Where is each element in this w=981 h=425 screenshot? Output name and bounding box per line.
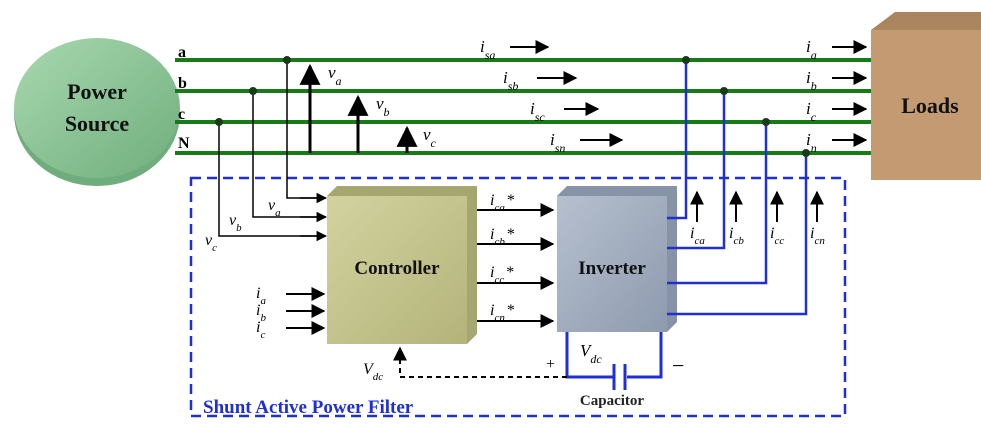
vc-node <box>215 118 223 126</box>
icn-label: icn <box>810 225 825 247</box>
phase-n-label: N <box>178 135 190 152</box>
source-label-line2: Source <box>65 111 130 136</box>
icc-wire <box>667 122 768 285</box>
dc-minus: − <box>672 353 684 378</box>
dc-link-vdc: Vdc <box>580 341 602 366</box>
vb-sense-wire <box>252 91 321 218</box>
dc-plus: + <box>546 356 555 373</box>
icb-wire <box>667 91 726 250</box>
ctrl-vdc-label: Vdc <box>363 361 383 383</box>
ica-ref-label: ica* <box>490 192 515 214</box>
controller-label: Controller <box>354 258 440 279</box>
phase-a-label: a <box>178 44 186 61</box>
phase-b-label: b <box>178 75 187 92</box>
ic-label: ic <box>806 99 817 124</box>
icb-ref-label: icb* <box>490 226 515 248</box>
ctrl-in-vb: vb <box>229 212 242 234</box>
ia-label: ia <box>806 37 817 62</box>
icn-wire <box>667 153 808 316</box>
source-label-line1: Power <box>67 79 127 104</box>
loads-label: Loads <box>901 93 959 118</box>
ctrl-in-va: va <box>268 197 281 219</box>
ica-label: ica <box>690 225 705 247</box>
in-label: in <box>806 130 817 155</box>
ica-wire <box>667 60 688 220</box>
vc-sense-wire <box>218 122 321 237</box>
inverter-block: Inverter <box>557 186 677 332</box>
icc-ref-label: icc* <box>490 264 514 286</box>
isb-label: isb <box>503 68 518 93</box>
ctrl-in-vc: vc <box>205 232 217 254</box>
ica-node <box>682 56 690 64</box>
vc-label: vc <box>423 125 437 150</box>
isn-label: isn <box>550 130 565 155</box>
phase-c-label: c <box>178 106 185 123</box>
icb-node <box>720 87 728 95</box>
va-node <box>283 56 291 64</box>
power-source: Power Source <box>14 38 180 186</box>
ctrl-in-ic: ic <box>256 319 265 341</box>
controller-block: Controller <box>327 186 477 344</box>
icn-ref-label: icn* <box>490 302 515 324</box>
icn-node <box>802 149 810 157</box>
loads-box: Loads <box>871 12 981 180</box>
capacitor-label: Capacitor <box>580 393 644 409</box>
vb-node <box>249 87 257 95</box>
inverter-label: Inverter <box>578 258 646 279</box>
ctrl-in-ia: ia <box>256 285 266 307</box>
icc-label: icc <box>770 225 784 247</box>
ctrl-in-ib: ib <box>256 302 266 324</box>
icb-label: icb <box>729 225 744 247</box>
filter-label: Shunt Active Power Filter <box>203 397 414 418</box>
vb-label: vb <box>376 94 390 119</box>
filter-boundary <box>189 176 847 418</box>
vdc-feedback-wire <box>399 352 567 378</box>
isa-label: isa <box>480 37 495 62</box>
va-label: va <box>328 63 342 88</box>
icc-node <box>762 118 770 126</box>
ib-label: ib <box>806 68 817 93</box>
isc-label: isc <box>530 99 545 124</box>
